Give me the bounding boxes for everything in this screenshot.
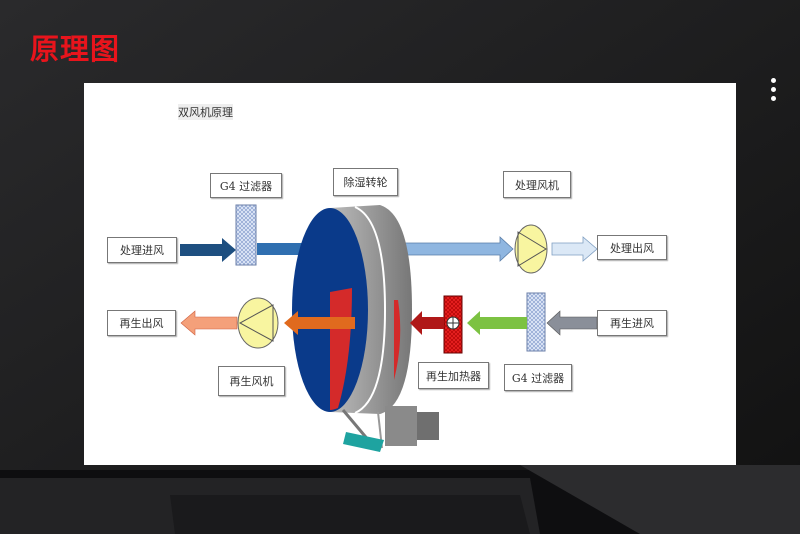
label-wheel: 除湿转轮: [333, 168, 398, 196]
label-regen-out: 再生出风: [107, 310, 176, 336]
diagram-caption: 双风机原理: [178, 104, 233, 120]
regen-in-arrow: [546, 310, 598, 336]
heater-symbol-icon: [446, 316, 460, 330]
filter-bottom: [526, 292, 546, 352]
process-in-arrow: [180, 238, 236, 262]
process-arrow-from-wheel: [402, 236, 514, 262]
label-process-in: 处理进风: [107, 237, 177, 263]
more-vertical-icon[interactable]: [768, 78, 778, 108]
filter-top: [235, 204, 257, 266]
label-process-out: 处理出风: [597, 235, 667, 260]
label-filter-top: G4 过滤器: [210, 173, 282, 198]
regen-wheel-out-arrow: [284, 311, 355, 335]
process-fan-icon: [514, 224, 548, 274]
label-filter-bottom: G4 过滤器: [504, 364, 572, 391]
label-process-fan: 处理风机: [503, 171, 571, 198]
desiccant-wheel: [292, 205, 439, 452]
process-out-arrow: [551, 236, 598, 262]
heater-arrow: [410, 311, 444, 335]
regen-out-arrow: [180, 310, 238, 336]
green-arrow: [467, 311, 527, 335]
label-regen-in: 再生进风: [597, 310, 667, 336]
regen-fan-icon: [237, 297, 279, 349]
page-title: 原理图: [30, 32, 121, 66]
label-heater: 再生加热器: [418, 362, 489, 389]
label-regen-fan: 再生风机: [218, 366, 285, 396]
